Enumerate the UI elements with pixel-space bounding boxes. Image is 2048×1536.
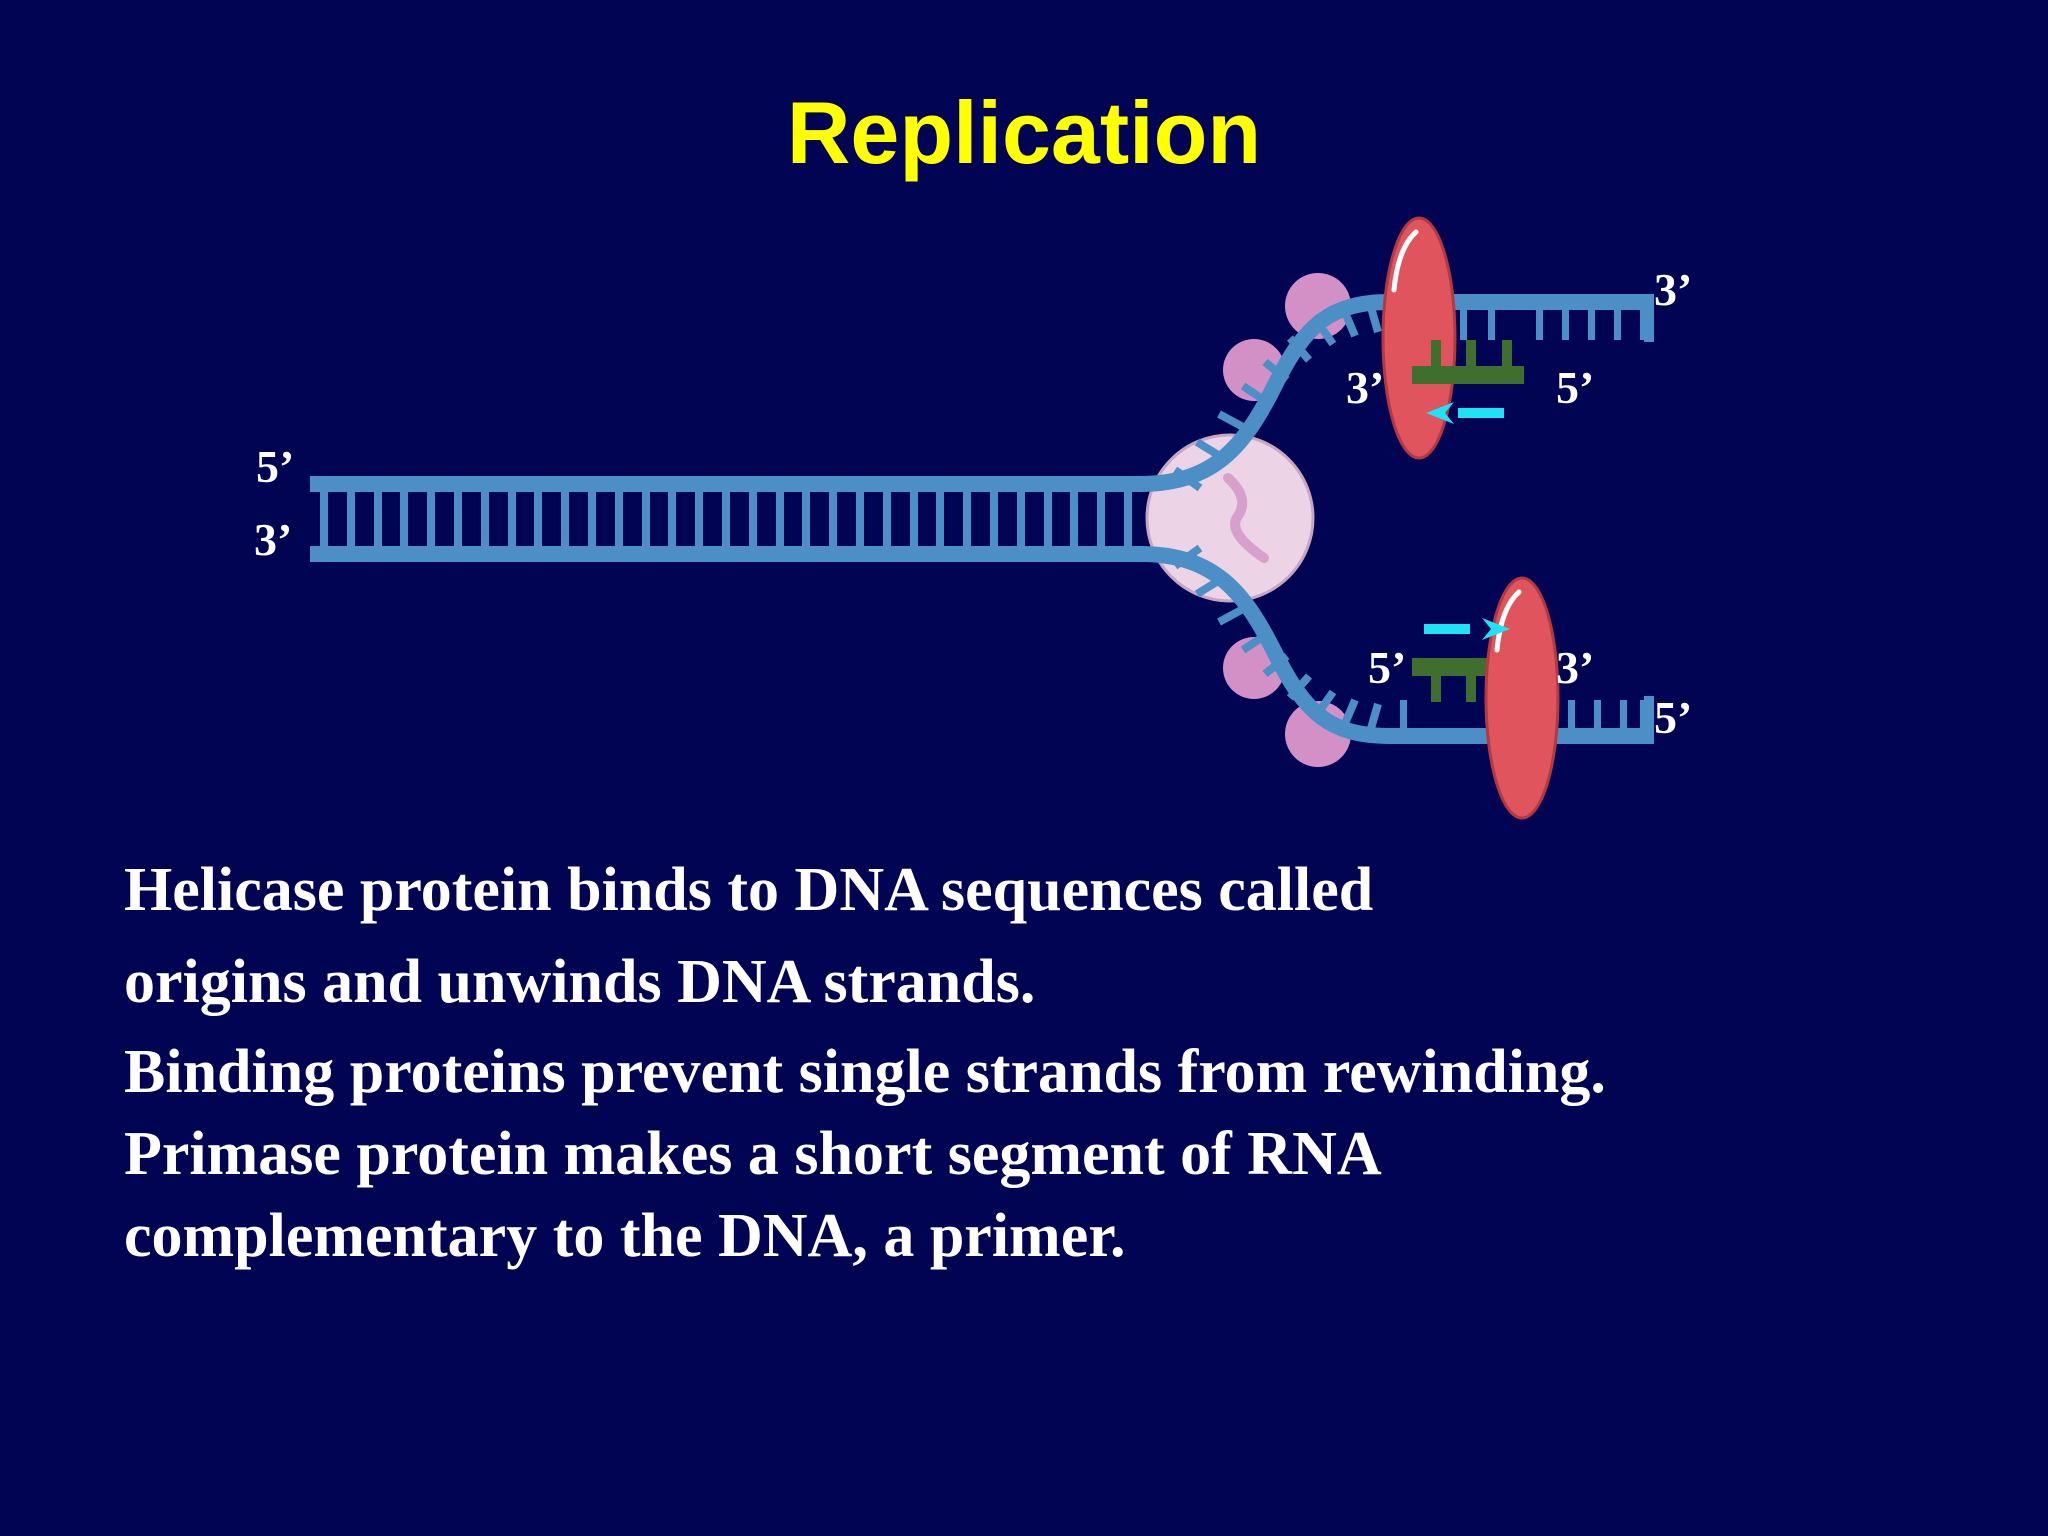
base-pair-rung	[642, 486, 650, 552]
base-pair-rung	[936, 486, 944, 552]
primase-lower	[1484, 576, 1560, 820]
template-base	[1400, 700, 1407, 736]
base-pair-rung	[963, 486, 971, 552]
double-helix-base-pairs	[320, 486, 1132, 552]
base-pair-rung	[990, 486, 998, 552]
label-lower-primer-left: 5’	[1368, 642, 1406, 693]
base-pair-rung	[668, 486, 676, 552]
upper-template-bases	[1460, 304, 1647, 340]
template-base	[1620, 700, 1627, 736]
bottom-strand-backbone	[310, 546, 1652, 744]
base-pair-rung	[588, 486, 596, 552]
base-pair-rung	[427, 486, 435, 552]
template-base	[1460, 304, 1467, 340]
template-base	[1488, 304, 1495, 340]
label-upper-primer-right: 5’	[1556, 362, 1594, 413]
label-left-bottom: 3’	[254, 514, 292, 565]
template-base	[1594, 700, 1601, 736]
base-pair-rung	[910, 486, 918, 552]
label-lower-primer-right: 3’	[1556, 642, 1594, 693]
base-pair-rung	[1097, 486, 1105, 552]
template-base	[1562, 304, 1569, 340]
label-lower-right-end: 5’	[1654, 692, 1692, 743]
body-line-2: origins and unwinds DNA strands.	[124, 948, 1036, 1016]
body-line-4: Primase protein makes a short segment of…	[124, 1120, 1382, 1188]
base-pair-rung	[561, 486, 569, 552]
base-pair-rung	[615, 486, 623, 552]
template-base	[1568, 700, 1575, 736]
base-pair-rung	[374, 486, 382, 552]
label-left-top: 5’	[256, 441, 294, 492]
template-base	[1614, 304, 1621, 340]
slide-title: Replication	[786, 83, 1262, 182]
base-pair-rung	[320, 486, 328, 552]
base-pair-rung	[1017, 486, 1025, 552]
base-pair-rung	[856, 486, 864, 552]
base-pair-rung	[1070, 486, 1078, 552]
body-line-5: complementary to the DNA, a primer.	[124, 1202, 1126, 1270]
lower-template-bases	[1400, 700, 1647, 736]
base-pair-rung	[802, 486, 810, 552]
base-pair-rung	[883, 486, 891, 552]
primase-upper	[1381, 216, 1457, 460]
base-pair-rung	[1124, 486, 1132, 552]
template-base	[1640, 304, 1647, 340]
body-line-3: Binding proteins prevent single strands …	[124, 1038, 1606, 1106]
strand-end-caps	[1644, 294, 1654, 744]
base-pair-rung	[749, 486, 757, 552]
label-upper-primer-left: 3’	[1346, 362, 1384, 413]
body-line-1: Helicase protein binds to DNA sequences …	[124, 856, 1374, 924]
base-pair-rung	[400, 486, 408, 552]
base-pair-rung	[481, 486, 489, 552]
base-pair-rung	[1044, 486, 1052, 552]
arrow-left-upper	[1426, 402, 1504, 424]
base-pair-rung	[347, 486, 355, 552]
base-pair-rung	[695, 486, 703, 552]
label-upper-right-end: 3’	[1654, 264, 1692, 315]
rna-primer-upper	[1412, 340, 1524, 384]
base-pair-rung	[776, 486, 784, 552]
template-base	[1588, 304, 1595, 340]
top-strand-backbone	[310, 294, 1652, 492]
template-base	[1640, 700, 1647, 736]
base-pair-rung	[508, 486, 516, 552]
base-pair-rung	[454, 486, 462, 552]
arrow-right-lower	[1424, 618, 1510, 640]
base-pair-rung	[722, 486, 730, 552]
base-pair-rung	[534, 486, 542, 552]
template-base	[1536, 304, 1543, 340]
base-pair-rung	[829, 486, 837, 552]
